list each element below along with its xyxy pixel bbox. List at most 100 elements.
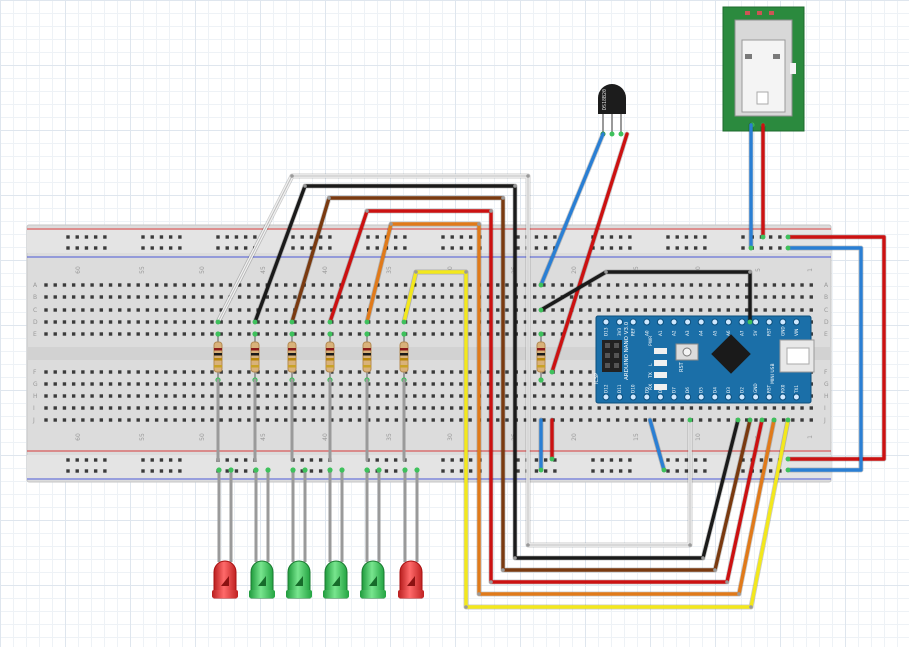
breadboard-hole[interactable] — [357, 406, 362, 410]
breadboard-hole[interactable] — [284, 332, 288, 336]
breadboard-hole[interactable] — [745, 308, 749, 312]
wire-bend[interactable] — [749, 605, 753, 609]
breadboard-hole[interactable] — [81, 406, 85, 410]
wire-endpoint[interactable] — [549, 369, 555, 375]
wire-bend[interactable] — [713, 568, 717, 572]
rail-hole[interactable] — [178, 458, 182, 462]
rail-hole[interactable] — [468, 246, 473, 250]
breadboard-hole[interactable] — [62, 382, 67, 386]
breadboard-hole[interactable] — [330, 394, 334, 398]
breadboard-hole[interactable] — [44, 418, 48, 422]
breadboard-hole[interactable] — [597, 406, 601, 410]
breadboard-hole[interactable] — [532, 308, 537, 312]
nano-pin[interactable] — [616, 393, 624, 401]
breadboard-hole[interactable] — [320, 283, 325, 287]
breadboard-hole[interactable] — [330, 382, 334, 386]
wire-endpoint[interactable] — [252, 319, 258, 325]
breadboard-hole[interactable] — [754, 308, 758, 312]
breadboard-hole[interactable] — [108, 332, 113, 336]
rail-hole[interactable] — [600, 246, 604, 250]
breadboard-hole[interactable] — [781, 283, 786, 287]
breadboard-hole[interactable] — [532, 283, 537, 287]
breadboard-hole[interactable] — [376, 332, 380, 336]
breadboard-hole[interactable] — [588, 394, 592, 398]
breadboard-hole[interactable] — [449, 394, 454, 398]
rail-hole[interactable] — [768, 235, 773, 239]
breadboard-hole[interactable] — [228, 320, 233, 324]
rail-hole[interactable] — [309, 235, 314, 239]
breadboard-hole[interactable] — [293, 394, 297, 398]
wire-bend[interactable] — [365, 209, 369, 213]
breadboard-hole[interactable] — [219, 418, 223, 422]
breadboard-hole[interactable] — [173, 308, 177, 312]
breadboard-hole[interactable] — [145, 382, 150, 386]
breadboard-hole[interactable] — [201, 295, 205, 299]
breadboard-hole[interactable] — [219, 370, 223, 374]
rail-hole[interactable] — [468, 469, 473, 473]
rail-hole[interactable] — [441, 235, 445, 239]
wire-bend[interactable] — [464, 270, 468, 274]
breadboard-hole[interactable] — [606, 283, 611, 287]
breadboard-hole[interactable] — [413, 370, 417, 374]
breadboard-hole[interactable] — [71, 320, 76, 324]
rail-hole[interactable] — [534, 458, 539, 462]
breadboard-hole[interactable] — [505, 418, 509, 422]
breadboard-hole[interactable] — [588, 370, 592, 374]
breadboard-hole[interactable] — [265, 308, 269, 312]
rail-hole[interactable] — [618, 235, 623, 239]
rail-hole[interactable] — [693, 235, 698, 239]
breadboard-hole[interactable] — [274, 332, 279, 336]
breadboard-hole[interactable] — [809, 295, 813, 299]
nano-pin[interactable] — [656, 318, 664, 326]
breadboard-hole[interactable] — [523, 394, 528, 398]
breadboard-hole[interactable] — [182, 394, 186, 398]
breadboard-hole[interactable] — [237, 308, 242, 312]
rail-hole[interactable] — [75, 458, 79, 462]
breadboard-hole[interactable] — [486, 394, 491, 398]
breadboard-hole[interactable] — [274, 382, 279, 386]
breadboard-hole[interactable] — [394, 283, 399, 287]
breadboard-hole[interactable] — [284, 320, 288, 324]
rail-hole[interactable] — [741, 458, 745, 462]
nano-pin[interactable] — [752, 393, 760, 401]
nano-pin[interactable] — [629, 318, 637, 326]
breadboard-hole[interactable] — [615, 406, 620, 410]
breadboard-hole[interactable] — [440, 283, 445, 287]
breadboard-hole[interactable] — [505, 295, 509, 299]
breadboard-hole[interactable] — [717, 283, 721, 287]
breadboard-hole[interactable] — [136, 382, 140, 386]
wire-endpoint[interactable] — [215, 319, 221, 325]
breadboard-hole[interactable] — [505, 370, 509, 374]
breadboard-hole[interactable] — [413, 283, 417, 287]
breadboard-hole[interactable] — [532, 394, 537, 398]
rail-hole[interactable] — [450, 246, 454, 250]
breadboard-hole[interactable] — [339, 382, 343, 386]
breadboard-hole[interactable] — [53, 320, 57, 324]
breadboard-hole[interactable] — [62, 283, 67, 287]
breadboard-hole[interactable] — [348, 283, 352, 287]
wire-bend[interactable] — [513, 556, 517, 560]
breadboard-hole[interactable] — [376, 418, 380, 422]
rail-hole[interactable] — [300, 235, 304, 239]
breadboard-hole[interactable] — [265, 295, 269, 299]
breadboard-hole[interactable] — [164, 394, 168, 398]
breadboard-hole[interactable] — [551, 382, 555, 386]
wire-bend[interactable] — [513, 184, 517, 188]
breadboard-hole[interactable] — [173, 332, 177, 336]
breadboard-hole[interactable] — [717, 406, 721, 410]
breadboard-hole[interactable] — [293, 295, 297, 299]
rail-hole[interactable] — [318, 246, 323, 250]
breadboard-hole[interactable] — [81, 308, 85, 312]
breadboard-hole[interactable] — [560, 283, 565, 287]
breadboard-hole[interactable] — [532, 406, 537, 410]
breadboard-hole[interactable] — [339, 295, 343, 299]
wire-endpoint[interactable] — [759, 417, 765, 423]
rail-hole[interactable] — [553, 235, 557, 239]
breadboard-hole[interactable] — [781, 418, 786, 422]
breadboard-hole[interactable] — [311, 394, 316, 398]
breadboard-hole[interactable] — [800, 406, 804, 410]
breadboard-hole[interactable] — [201, 382, 205, 386]
rail-hole[interactable] — [66, 458, 70, 462]
rail-hole[interactable] — [243, 246, 248, 250]
breadboard-hole[interactable] — [357, 295, 362, 299]
